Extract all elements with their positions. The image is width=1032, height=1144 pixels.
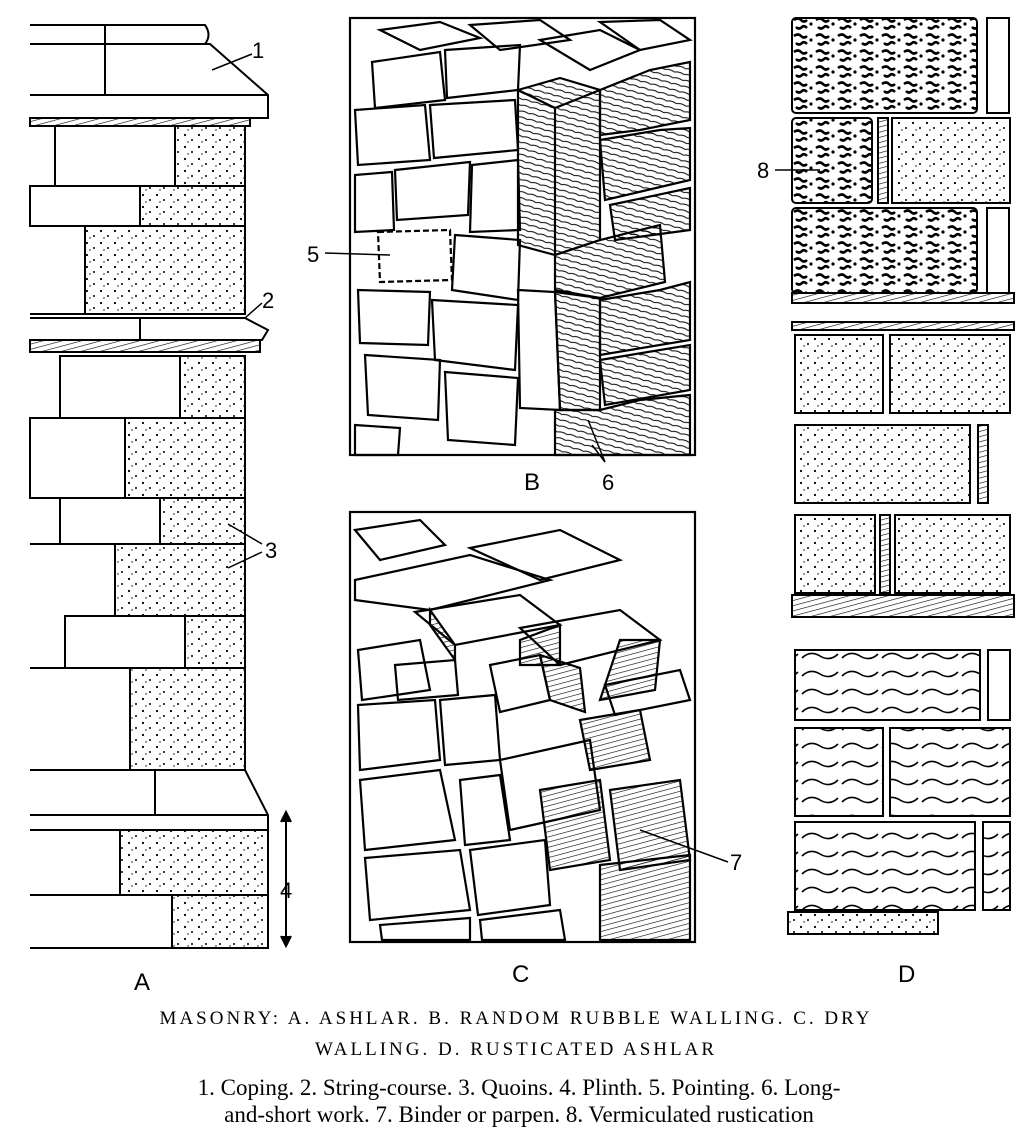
callout-5: 5 <box>307 242 319 267</box>
panel-d-rusticated-ashlar <box>775 17 1015 935</box>
caption-title-line-1: MASONRY: A. ASHLAR. B. RANDOM RUBBLE WAL… <box>159 1008 873 1029</box>
callout-7: 7 <box>730 850 742 875</box>
masonry-diagram: A B C D 1 2 3 4 5 6 7 8 <box>29 16 1015 996</box>
callout-6: 6 <box>602 470 614 495</box>
panel-a-ashlar <box>29 24 292 949</box>
callout-1: 1 <box>252 38 264 63</box>
panel-b-random-rubble <box>324 16 697 463</box>
callout-3: 3 <box>265 538 277 563</box>
callout-8: 8 <box>757 158 769 183</box>
panel-label-a: A <box>134 969 150 996</box>
legend-line-1: 1. Coping. 2. String-course. 3. Quoins. … <box>197 1075 841 1100</box>
callout-4: 4 <box>280 878 292 903</box>
callout-2: 2 <box>262 288 274 313</box>
caption-title-line-2: WALLING. D. RUSTICATED ASHLAR <box>314 1039 718 1060</box>
panel-label-c: C <box>512 961 529 988</box>
panel-c-dry-walling <box>348 510 729 944</box>
panel-label-b: B <box>524 469 540 496</box>
panel-label-d: D <box>898 961 915 988</box>
legend-line-2: and-short work. 7. Binder or parpen. 8. … <box>224 1102 814 1127</box>
